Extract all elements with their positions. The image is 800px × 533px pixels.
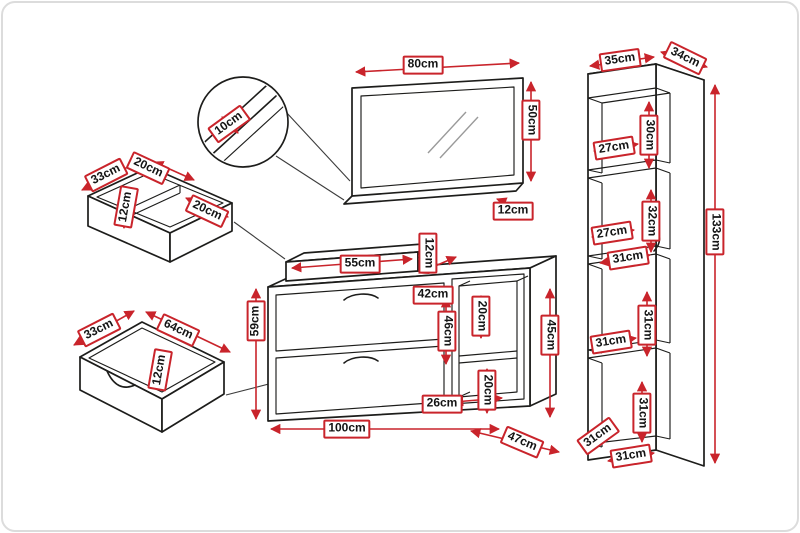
dim-bench-niche-height: 46cm	[437, 310, 457, 352]
dim-bench-top-depth: 42cm	[412, 285, 454, 305]
dim-cabinet-s2-height: 32cm	[641, 200, 661, 242]
dim-bench-width: 100cm	[323, 419, 371, 439]
dim-bench-niche-top-depth: 20cm	[471, 295, 491, 337]
dim-bench-pad-height: 12cm	[418, 232, 438, 274]
dim-mirror-width: 80cm	[402, 55, 444, 75]
dim-cabinet-s4-height: 31cm	[632, 392, 652, 434]
dim-bench-niche-bottom-depth: 20cm	[477, 369, 497, 411]
dim-cabinet-s3-height: 31cm	[637, 304, 657, 346]
mirror-drawing	[343, 77, 524, 205]
dim-bench-pad-width: 55cm	[339, 254, 381, 274]
dim-mirror-height: 50cm	[521, 99, 541, 141]
bench-drawing	[267, 242, 557, 422]
cabinet-drawing	[587, 63, 705, 467]
dim-bench-niche-width: 26cm	[421, 394, 463, 414]
dim-cabinet-height: 133cm	[705, 208, 725, 256]
dim-cabinet-s1-height: 30cm	[639, 114, 659, 156]
dim-bench-side-height: 45cm	[540, 314, 560, 356]
dim-mirror-shelf-depth: 12cm	[492, 201, 534, 221]
dim-bench-height: 59cm	[246, 300, 266, 342]
